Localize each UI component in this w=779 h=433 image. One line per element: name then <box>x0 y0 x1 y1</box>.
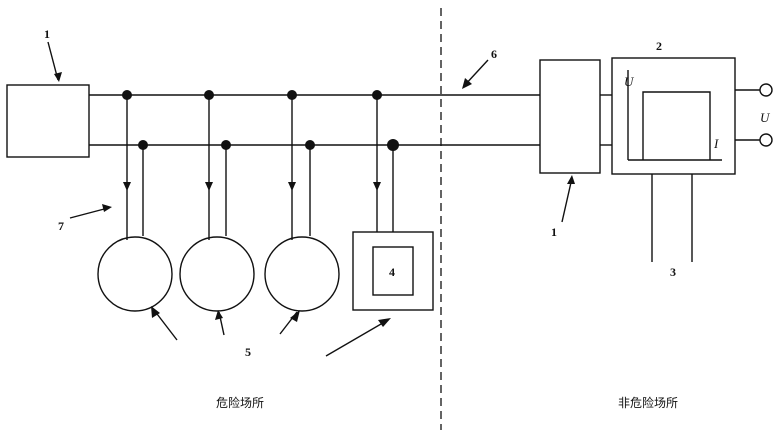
arrow-head <box>205 182 213 191</box>
device-4-outer-box <box>352 231 434 311</box>
field-device-circle <box>179 236 255 312</box>
label-3: 3 <box>670 265 676 279</box>
right-barrier-box <box>539 59 601 174</box>
hazardous-zone-label: 危险场所 <box>216 395 264 410</box>
leader-line <box>325 319 389 357</box>
leader-line <box>69 207 109 219</box>
label-1-right: 1 <box>551 225 557 239</box>
u-axis-label: U <box>624 74 635 89</box>
output-u-label: U <box>760 110 771 125</box>
leader-line <box>561 177 573 223</box>
leader-arrow <box>462 78 472 89</box>
field-device-circle <box>264 236 340 312</box>
non-hazardous-zone-label: 非危险场所 <box>618 395 678 410</box>
label-7: 7 <box>58 219 64 233</box>
output-terminal <box>759 133 773 147</box>
arrow-head <box>373 182 381 191</box>
label-4: 4 <box>389 265 395 279</box>
leader-arrow <box>567 175 575 184</box>
label-2: 2 <box>656 39 662 53</box>
leader-line <box>153 309 178 341</box>
leader-arrow <box>102 204 112 212</box>
leader-arrow <box>290 310 300 322</box>
label-5: 5 <box>245 345 251 359</box>
left-barrier-box <box>6 84 90 158</box>
label-1-left: 1 <box>44 27 50 41</box>
field-device-circle <box>97 236 173 312</box>
label-6: 6 <box>491 47 497 61</box>
leader-arrow <box>215 310 223 320</box>
leader-arrow <box>151 306 160 318</box>
leader-arrow <box>378 318 391 327</box>
arrow-head <box>288 182 296 191</box>
leader-arrow <box>54 72 62 82</box>
device-4-inner-box <box>372 246 414 296</box>
i-axis-label: I <box>713 136 719 151</box>
arrow-head <box>123 182 131 191</box>
characteristic-curve <box>642 91 711 160</box>
power-supply-box <box>611 57 736 175</box>
output-terminal <box>759 83 773 97</box>
